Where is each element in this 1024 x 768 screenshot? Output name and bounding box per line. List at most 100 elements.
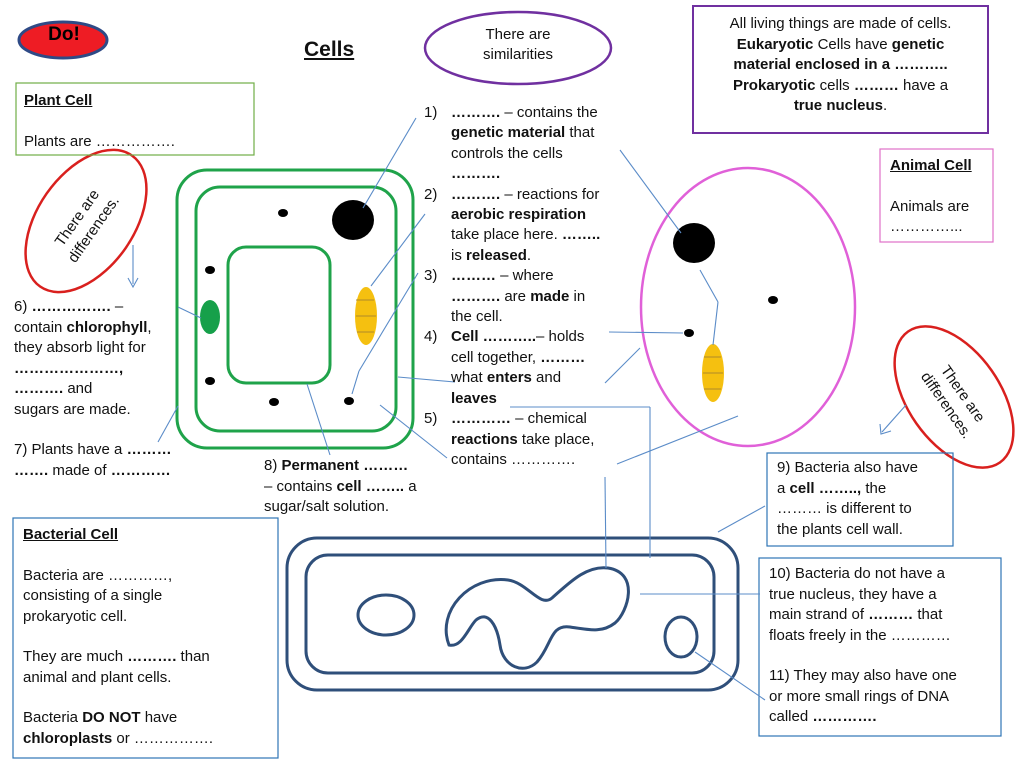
blank: ……….	[451, 185, 501, 203]
pointer-line	[351, 370, 360, 395]
pointer-line	[881, 404, 907, 433]
plant-cell	[175, 168, 415, 450]
pointer-arrowhead	[127, 277, 139, 289]
item6-j: and	[63, 380, 93, 397]
intro-prokaryotic: Prokaryotic	[732, 76, 816, 94]
differences-oval-right	[893, 325, 1015, 469]
blank: ………	[451, 267, 496, 285]
keyword: aerobic respiration	[451, 206, 587, 224]
bacterial-p3d: chloroplasts	[23, 729, 113, 747]
item10-box: 10) Bacteria do not have a true nucleus,…	[761, 564, 1001, 728]
pointer-arrowhead	[879, 423, 892, 435]
keyword: released	[466, 246, 527, 264]
item11-j: ………….	[812, 708, 877, 725]
item10-a: 10) Bacteria do not have a	[769, 565, 945, 582]
bacterial-p3a: Bacteria	[23, 709, 83, 726]
item8-text: 8) Permanent ……… – contains cell …….. a …	[258, 456, 458, 518]
bacterial-cell-box-border	[12, 517, 279, 759]
pointer-line	[699, 269, 719, 303]
animal-cell-membrane	[639, 166, 857, 448]
bacterial-p3e: or …………….	[112, 729, 214, 747]
pointer-line	[397, 376, 456, 383]
bacterial-p2b: ……….	[127, 648, 177, 665]
item-text: controls the cells	[451, 144, 563, 162]
plant-cell-box: Plant Cell Plants are …………….	[16, 85, 254, 158]
plant-nucleus	[332, 200, 374, 240]
keyword: made	[530, 287, 570, 305]
animal-cell	[639, 166, 857, 448]
item6-k: sugars are made.	[14, 400, 131, 418]
intro-have-a: have a	[898, 76, 949, 94]
item-text: – chemical	[511, 410, 587, 428]
blank: ……..	[561, 226, 601, 244]
intro-line1: All living things are made of cells.	[729, 15, 952, 32]
item-number: 3)	[424, 267, 438, 285]
bacteria-plasmid	[663, 615, 699, 659]
pointer-line	[379, 404, 448, 459]
keyword: leaves	[451, 389, 497, 407]
item6-a: 6)	[14, 298, 32, 315]
item9-d: ……..,	[814, 479, 862, 497]
pointer-line	[616, 415, 739, 465]
intro-cells-have: Cells have	[813, 35, 892, 53]
blank: ………	[540, 348, 586, 366]
item6-e: chlorophyll	[66, 318, 148, 336]
item-text: is	[451, 246, 466, 264]
item6-b: …………….	[31, 298, 111, 315]
bacteria-cell-wall	[285, 536, 740, 692]
item7-d: made of	[48, 461, 111, 479]
intro-cells: cells	[815, 76, 854, 94]
keyword: enters	[486, 369, 532, 387]
animal-cell-box: Animal Cell Animals are …………...	[882, 152, 994, 242]
item8-d: – contains	[264, 477, 337, 495]
pointer-line	[362, 117, 417, 209]
similarities-label: There are similarities	[482, 26, 553, 63]
pointer-line	[604, 476, 607, 569]
plant-cell-heading: Plant Cell	[24, 92, 93, 109]
blank: ……….	[451, 165, 501, 183]
item-text: that	[565, 124, 595, 142]
animal-ribosome	[684, 329, 694, 337]
item8-b: Permanent	[281, 457, 360, 474]
bacterial-p1b: consisting of a single	[23, 587, 163, 604]
item-number: 5)	[424, 410, 438, 428]
item11-g: 11) They may also have one	[769, 667, 957, 684]
item10-e: that	[913, 606, 943, 623]
list-item: 5) ………… – chemical reactions take place,…	[424, 409, 634, 470]
list-item: 4) Cell ………..– holds cell together, ……… …	[424, 327, 634, 409]
bacterial-cell-heading: Bacterial Cell	[23, 526, 119, 543]
item6-d: contain	[14, 318, 67, 336]
keyword: genetic material	[451, 124, 566, 142]
item10-b: true nucleus, they have a	[769, 585, 937, 603]
item9-a: 9) Bacteria also have	[777, 459, 918, 476]
item-text: .	[526, 246, 532, 264]
do-badge-oval	[17, 20, 109, 60]
item8-g: a	[404, 477, 417, 495]
item6-h: …………………,	[14, 359, 124, 377]
item-text: what	[451, 369, 487, 387]
intro-blank: ………	[853, 76, 899, 94]
pointer-line	[358, 272, 419, 372]
item9-box-border	[766, 452, 954, 547]
item9-box: 9) Bacteria also have a cell …….., the ……	[769, 458, 953, 540]
item-text: contains ………….	[451, 450, 576, 468]
page-title: Cells	[304, 38, 355, 61]
item6-i: ……….	[14, 380, 64, 397]
bacteria-small-oval	[356, 593, 416, 637]
bacterial-p1c: prokaryotic cell.	[23, 607, 128, 625]
item-text: take place here.	[451, 226, 562, 244]
item9-f: ……… is different to	[777, 500, 912, 517]
blank: …………	[451, 410, 511, 428]
plant-ribosome	[278, 209, 288, 217]
blank: ……….	[451, 104, 501, 121]
item-number: 1)	[424, 104, 438, 121]
plant-ribosome	[205, 377, 215, 385]
keyword: Cell ………..	[451, 328, 537, 346]
pointer-line	[608, 331, 684, 334]
bacterial-p1a: Bacteria are …………,	[23, 566, 173, 584]
item9-e: the	[861, 479, 887, 497]
item-text: take place,	[517, 430, 595, 448]
bacterial-p2d: animal and plant cells.	[23, 668, 172, 686]
item7-a: 7) Plants have a	[14, 441, 127, 458]
